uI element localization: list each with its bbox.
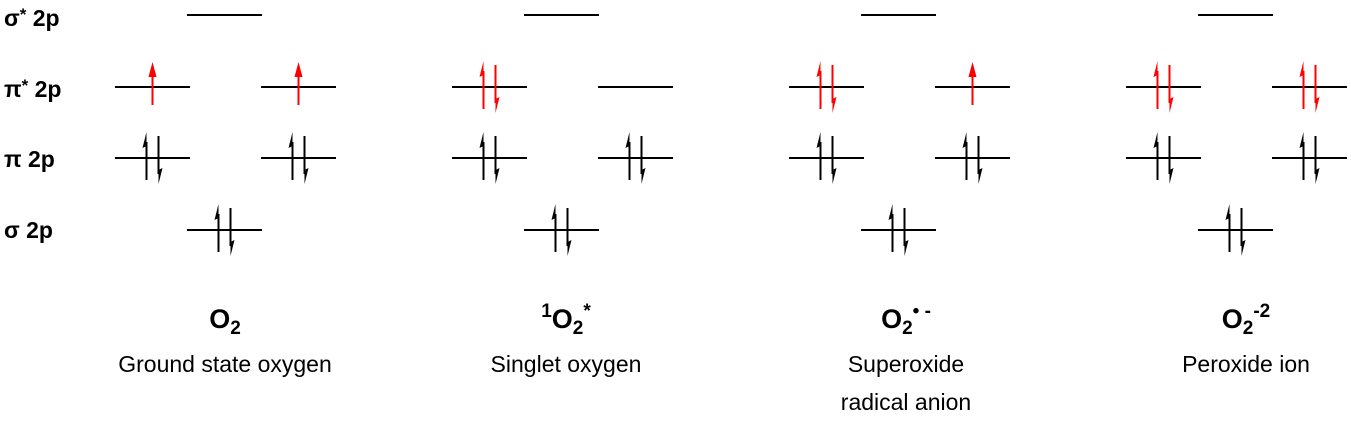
formula-subscript: 2 [230,318,241,339]
arrowhead-icon [1241,240,1246,256]
species-singlet-oxygen: 1O2* Singlet oxygen [436,296,696,383]
arrowhead-icon [158,168,163,184]
arrowhead-icon [495,97,500,113]
label-pi-2p: π 2p [4,148,55,171]
label-pi-star-2p: π* 2p [4,77,61,101]
charge-superscript: * [583,301,591,322]
arrowhead-icon [968,62,977,77]
orbital-text: 2p [21,146,55,172]
species-description: Singlet oxygen [490,351,642,377]
arrowhead-icon [1225,204,1230,220]
formula-base: O [881,304,903,334]
arrowhead-icon [495,168,500,184]
charge-superscript: • - [912,301,931,322]
arrowhead-icon [214,204,219,220]
arrowhead-icon [148,62,157,77]
pre-superscript: 1 [541,301,552,322]
species-o2-ground: O2 Ground state oxygen [95,296,355,383]
arrowhead-icon [1169,97,1174,113]
arrowhead-icon [816,61,821,77]
arrowhead-icon [978,168,983,184]
label-sigma-2p: σ 2p [4,219,53,242]
arrowhead-icon [1315,97,1320,113]
arrowhead-icon [479,61,484,77]
arrowhead-icon [888,204,893,220]
orbital-text: 2p [28,76,62,102]
formula-base: O [1221,304,1243,334]
arrowhead-icon [288,132,293,148]
species-description: Superoxide [847,351,965,377]
arrowhead-icon [142,132,147,148]
arrowhead-icon [1315,168,1320,184]
sigma-symbol: σ [4,5,20,31]
formula-subscript: 2 [572,318,584,339]
arrowhead-icon [625,132,630,148]
arrowhead-icon [479,132,484,148]
arrowhead-icon [816,132,821,148]
arrowhead-icon [1299,132,1304,148]
arrowhead-icon [294,62,303,77]
species-description: Ground state oxygen [118,351,332,377]
arrowhead-icon [904,240,909,256]
formula-subscript: 2 [902,318,913,339]
formula-subscript: 2 [1242,318,1254,339]
mo-diagram [115,14,1347,256]
label-sigma-star-2p: σ* 2p [4,6,60,30]
sigma-symbol: σ [4,217,20,243]
star-mark: * [19,5,27,24]
species-peroxide: O2-2 Peroxide ion [1116,296,1351,383]
arrowhead-icon [832,97,837,113]
arrowhead-icon [1153,61,1158,77]
arrowhead-icon [641,168,646,184]
arrowhead-icon [567,240,572,256]
arrowhead-icon [1169,168,1174,184]
arrowhead-icon [230,240,235,256]
arrowhead-icon [551,204,556,220]
star-mark: * [21,76,29,95]
charge-superscript: -2 [1253,301,1271,322]
formula: O2 [95,296,355,345]
orbital-text: 2p [26,5,60,31]
arrowhead-icon [1153,132,1158,148]
species-description: Peroxide ion [1182,351,1310,377]
formula: O2• - [776,296,1036,345]
arrowhead-icon [304,168,309,184]
pi-symbol: π [4,76,22,102]
arrowhead-icon [832,168,837,184]
orbital-text: 2p [19,217,53,243]
arrowhead-icon [1299,61,1304,77]
formula-base: O [209,304,231,334]
formula-base: O [551,304,573,334]
species-superoxide: O2• - Superoxide radical anion [776,296,1036,421]
formula: 1O2* [436,296,696,345]
species-description-line2: radical anion [840,389,972,415]
pi-symbol: π [4,146,22,172]
arrowhead-icon [962,132,967,148]
formula: O2-2 [1116,296,1351,345]
